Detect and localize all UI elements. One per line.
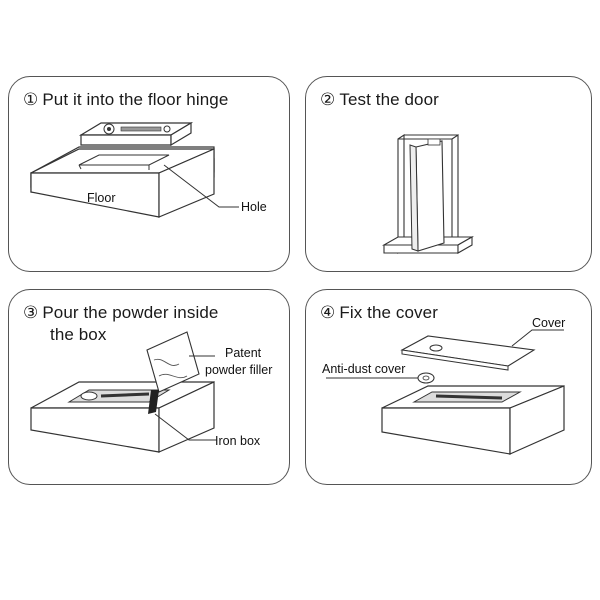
- step-1-number: ①: [23, 90, 39, 109]
- step-1-title-text: Put it into the floor hinge: [42, 90, 229, 109]
- patent-label: Patent: [225, 346, 262, 360]
- powder-filler-label: powder filler: [205, 363, 273, 377]
- step-4-number: ④: [320, 303, 336, 322]
- hole-label: Hole: [241, 200, 267, 214]
- step-2-title-text: Test the door: [339, 90, 439, 109]
- step-3-title-line2: the box: [50, 325, 107, 344]
- iron-box-label: Iron box: [215, 434, 261, 448]
- floor-label: Floor: [87, 191, 116, 205]
- anti-dust-cover-label: Anti-dust cover: [322, 362, 406, 376]
- door-frame-illustration: [381, 133, 475, 255]
- powder-pour-illustration: [30, 331, 217, 453]
- step-4-title-text: Fix the cover: [339, 303, 438, 322]
- step-3-title-line1: Pour the powder inside: [42, 303, 219, 322]
- step-2-number: ②: [320, 90, 336, 109]
- cover-fixing-illustration: [326, 329, 565, 455]
- cover-label: Cover: [532, 316, 566, 330]
- step-3-number: ③: [23, 303, 39, 322]
- floor-hinge-illustration: [30, 121, 239, 218]
